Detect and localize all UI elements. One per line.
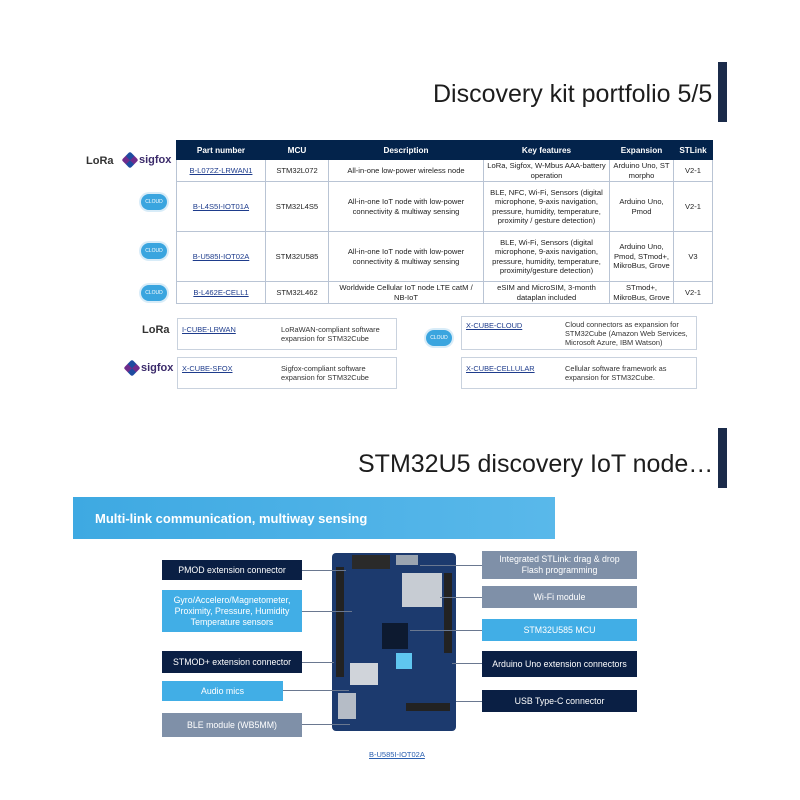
software-name-link[interactable]: I-CUBE-LRWAN xyxy=(182,325,236,334)
pmod-connector xyxy=(352,555,390,569)
board-image xyxy=(332,553,456,731)
column-header: Description xyxy=(328,140,484,160)
software-description: Cellular software framework as expansion… xyxy=(565,364,667,382)
software-name-link[interactable]: X-CUBE-CLOUD xyxy=(466,321,523,330)
column-header: MCU xyxy=(265,140,329,160)
software-name-link[interactable]: X-CUBE-CELLULAR xyxy=(466,364,535,373)
description-cell: All-in-one low-power wireless node xyxy=(328,159,484,182)
part-number-link[interactable]: B-L462E-CELL1 xyxy=(176,281,266,304)
leader-line xyxy=(456,701,482,702)
software-box-i-cube-lrwan: I-CUBE-LRWAN LoRaWAN-compliant software … xyxy=(177,318,397,350)
label-sensors: Gyro/Accelero/Magnetometer, Proximity, P… xyxy=(162,590,302,632)
label-integrated-stlink: Integrated STLink: drag & drop Flash pro… xyxy=(482,551,637,579)
leader-line xyxy=(440,597,482,598)
stlink-cell: V2-1 xyxy=(673,281,713,304)
table-row: B-L072Z-LRWAN1 STM32L072 All-in-one low-… xyxy=(176,159,713,182)
pin-header xyxy=(336,567,344,677)
mcu-cell: STM32L072 xyxy=(265,159,329,182)
software-description: LoRaWAN-compliant software expansion for… xyxy=(281,325,380,343)
features-cell: eSIM and MicroSIM, 3-month dataplan incl… xyxy=(483,281,610,304)
cloud-icon: CLOUD xyxy=(426,330,452,346)
features-cell: LoRa, Sigfox, W-Mbus AAA-battery operati… xyxy=(483,159,610,182)
leader-line xyxy=(302,724,350,725)
leader-line xyxy=(283,690,349,691)
sigfox-mark-icon xyxy=(123,359,141,377)
description-cell: Worldwide Cellular IoT node LTE catM / N… xyxy=(328,281,484,304)
expansion-cell: Arduino Uno, Pmod xyxy=(609,181,674,232)
ble-module xyxy=(350,663,378,685)
leader-line xyxy=(452,663,482,664)
expansion-cell: STmod+, MikroBus, Grove xyxy=(609,281,674,304)
label-ble-module: BLE module (WB5MM) xyxy=(162,713,302,737)
banner: Multi-link communication, multiway sensi… xyxy=(73,497,555,539)
software-box-x-cube-cloud: X-CUBE-CLOUD Cloud connectors as expansi… xyxy=(461,316,697,350)
part-number-link[interactable]: B-L4S5I-IOT01A xyxy=(176,181,266,232)
lora-logo: LoRa xyxy=(86,155,114,167)
mcu-cell: STM32L462 xyxy=(265,281,329,304)
cloud-icon: CLOUD xyxy=(141,285,167,301)
stlink-cell: V2-1 xyxy=(673,159,713,182)
leader-line xyxy=(420,565,482,566)
label-audio-mics: Audio mics xyxy=(162,681,283,701)
column-header: Part number xyxy=(176,140,266,160)
sigfox-logo: sigfox xyxy=(121,151,171,169)
part-number-link[interactable]: B-U585I-IOT02A xyxy=(176,231,266,282)
pin-header xyxy=(444,573,452,653)
slide2-accent-bar xyxy=(718,428,727,488)
banner-text: Multi-link communication, multiway sensi… xyxy=(95,511,368,526)
features-cell: BLE, NFC, Wi-Fi, Sensors (digital microp… xyxy=(483,181,610,232)
sigfox-mark-icon xyxy=(121,151,139,169)
expansion-cell: Arduino Uno, ST morpho xyxy=(609,159,674,182)
mcu-cell: STM32L4S5 xyxy=(265,181,329,232)
table-header-row: Part number MCU Description Key features… xyxy=(176,140,713,160)
sigfox-logo: sigfox xyxy=(123,359,173,377)
slide1-accent-bar xyxy=(718,62,727,122)
mcu-chip xyxy=(382,623,408,649)
usb-stlink-connector xyxy=(396,555,418,565)
table-row: B-L4S5I-IOT01A STM32L4S5 All-in-one IoT … xyxy=(176,181,713,232)
lora-logo: LoRa xyxy=(142,324,170,336)
leader-line xyxy=(410,630,482,631)
label-arduino-connectors: Arduino Uno extension connectors xyxy=(482,651,637,677)
bottom-connector xyxy=(406,703,450,711)
part-number-link[interactable]: B-L072Z-LRWAN1 xyxy=(176,159,266,182)
board-caption-link[interactable]: B-U585I-IOT02A xyxy=(369,750,425,759)
slide1-title: Discovery kit portfolio 5/5 xyxy=(433,80,713,108)
leader-line xyxy=(302,611,352,612)
mcu-highlight xyxy=(396,653,412,669)
stlink-cell: V2-1 xyxy=(673,181,713,232)
software-description: Cloud connectors as expansion for STM32C… xyxy=(565,320,688,347)
software-box-x-cube-sfox: X-CUBE-SFOX Sigfox-compliant software ex… xyxy=(177,357,397,389)
label-usb-type-c: USB Type-C connector xyxy=(482,690,637,712)
label-stm32u585-mcu: STM32U585 MCU xyxy=(482,619,637,641)
expansion-cell: Arduino Uno, Pmod, STmod+, MikroBus, Gro… xyxy=(609,231,674,282)
label-stmod-connector: STMOD+ extension connector xyxy=(162,651,302,673)
kit-portfolio-table: Part number MCU Description Key features… xyxy=(176,140,713,304)
mcu-cell: STM32U585 xyxy=(265,231,329,282)
stlink-cell: V3 xyxy=(673,231,713,282)
slide2-title: STM32U5 discovery IoT node… xyxy=(358,450,714,478)
leader-line xyxy=(302,662,334,663)
label-pmod-connector: PMOD extension connector xyxy=(162,560,302,580)
software-box-x-cube-cellular: X-CUBE-CELLULAR Cellular software framew… xyxy=(461,357,697,389)
software-name-link[interactable]: X-CUBE-SFOX xyxy=(182,364,233,373)
label-wifi-module: Wi-Fi module xyxy=(482,586,637,608)
features-cell: BLE, Wi-Fi, Sensors (digital microphone,… xyxy=(483,231,610,282)
usb-c-connector xyxy=(338,693,356,719)
table-row: B-U585I-IOT02A STM32U585 All-in-one IoT … xyxy=(176,231,713,282)
column-header: STLink xyxy=(673,140,713,160)
software-description: Sigfox-compliant software expansion for … xyxy=(281,364,369,382)
table-row: B-L462E-CELL1 STM32L462 Worldwide Cellul… xyxy=(176,281,713,304)
wifi-module xyxy=(402,573,442,607)
column-header: Expansion xyxy=(609,140,674,160)
column-header: Key features xyxy=(483,140,610,160)
description-cell: All-in-one IoT node with low-power conne… xyxy=(328,181,484,232)
cloud-icon: CLOUD xyxy=(141,243,167,259)
description-cell: All-in-one IoT node with low-power conne… xyxy=(328,231,484,282)
cloud-icon: CLOUD xyxy=(141,194,167,210)
leader-line xyxy=(302,570,346,571)
